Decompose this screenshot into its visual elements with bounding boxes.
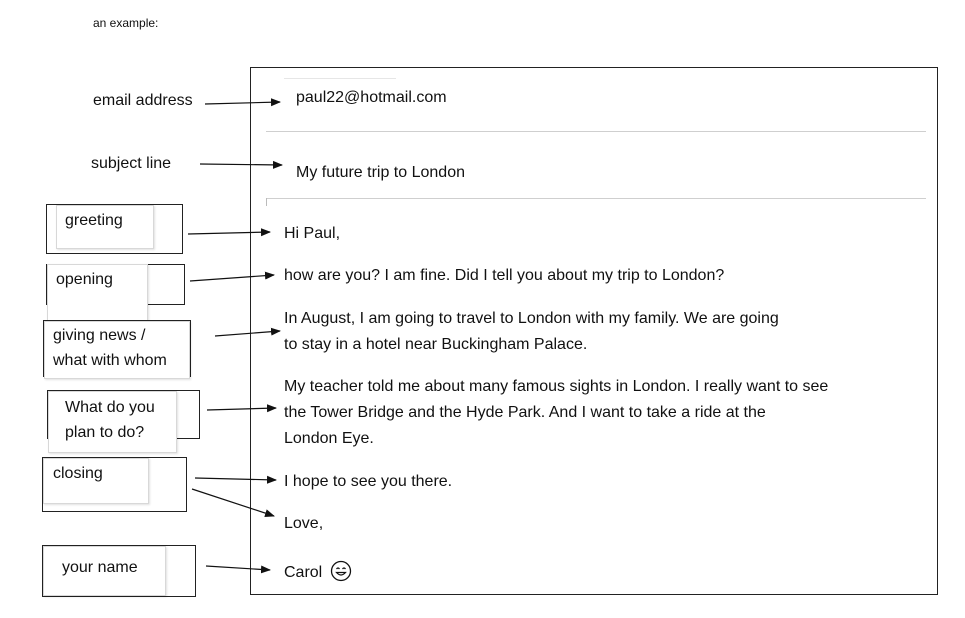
email-greeting: Hi Paul, — [284, 225, 341, 242]
label-closing: closing — [53, 465, 103, 482]
arrow-subject-line — [199, 160, 283, 169]
arrow-your-name — [205, 565, 271, 574]
divider — [266, 198, 926, 199]
arrow-email-address — [204, 98, 281, 107]
divider — [284, 78, 396, 79]
arrow-what-to-do — [206, 404, 277, 413]
label-what-to-do-line1: What do you — [65, 399, 155, 416]
email-name-line: Carol — [284, 560, 352, 582]
arrow-closing — [194, 475, 277, 484]
email-signoff: Love, — [284, 515, 324, 532]
email-subject: My future trip to London — [296, 164, 465, 181]
email-plans-line1: My teacher told me about many famous sig… — [284, 378, 829, 395]
label-giving-news-line2: what with whom — [53, 352, 167, 369]
email-news: In August, I am going to travel to Londo… — [284, 306, 779, 358]
email-news-line1: In August, I am going to travel to Londo… — [284, 310, 779, 327]
email-opening: how are you? I am fine. Did I tell you a… — [284, 267, 725, 284]
label-opening: opening — [56, 271, 113, 288]
arrow-giving-news — [214, 327, 281, 337]
email-plans-line2: the Tower Bridge and the Hyde Park. And … — [284, 404, 766, 421]
email-plans: My teacher told me about many famous sig… — [284, 374, 828, 452]
label-subject-line: subject line — [91, 155, 172, 172]
email-address: paul22@hotmail.com — [296, 89, 447, 106]
arrow-greeting — [187, 228, 271, 237]
email-name: Carol — [284, 564, 323, 581]
email-plans-line3: London Eye. — [284, 430, 374, 447]
email-news-line2: to stay in a hotel near Buckingham Palac… — [284, 336, 588, 353]
intro-text: an example: — [93, 16, 159, 30]
label-giving-news-line1: giving news / — [53, 327, 146, 344]
divider — [266, 198, 267, 206]
email-closing: I hope to see you there. — [284, 473, 453, 490]
label-greeting: greeting — [65, 212, 123, 229]
arrow-signoff — [191, 488, 275, 517]
smiling-face-icon — [330, 560, 351, 582]
divider — [266, 131, 926, 132]
label-what-to-do-line2: plan to do? — [65, 424, 145, 441]
label-email-address: email address — [93, 92, 193, 109]
arrow-opening — [189, 271, 275, 282]
email-card: paul22@hotmail.com My future trip to Lon… — [250, 67, 938, 595]
label-your-name: your name — [62, 559, 138, 576]
